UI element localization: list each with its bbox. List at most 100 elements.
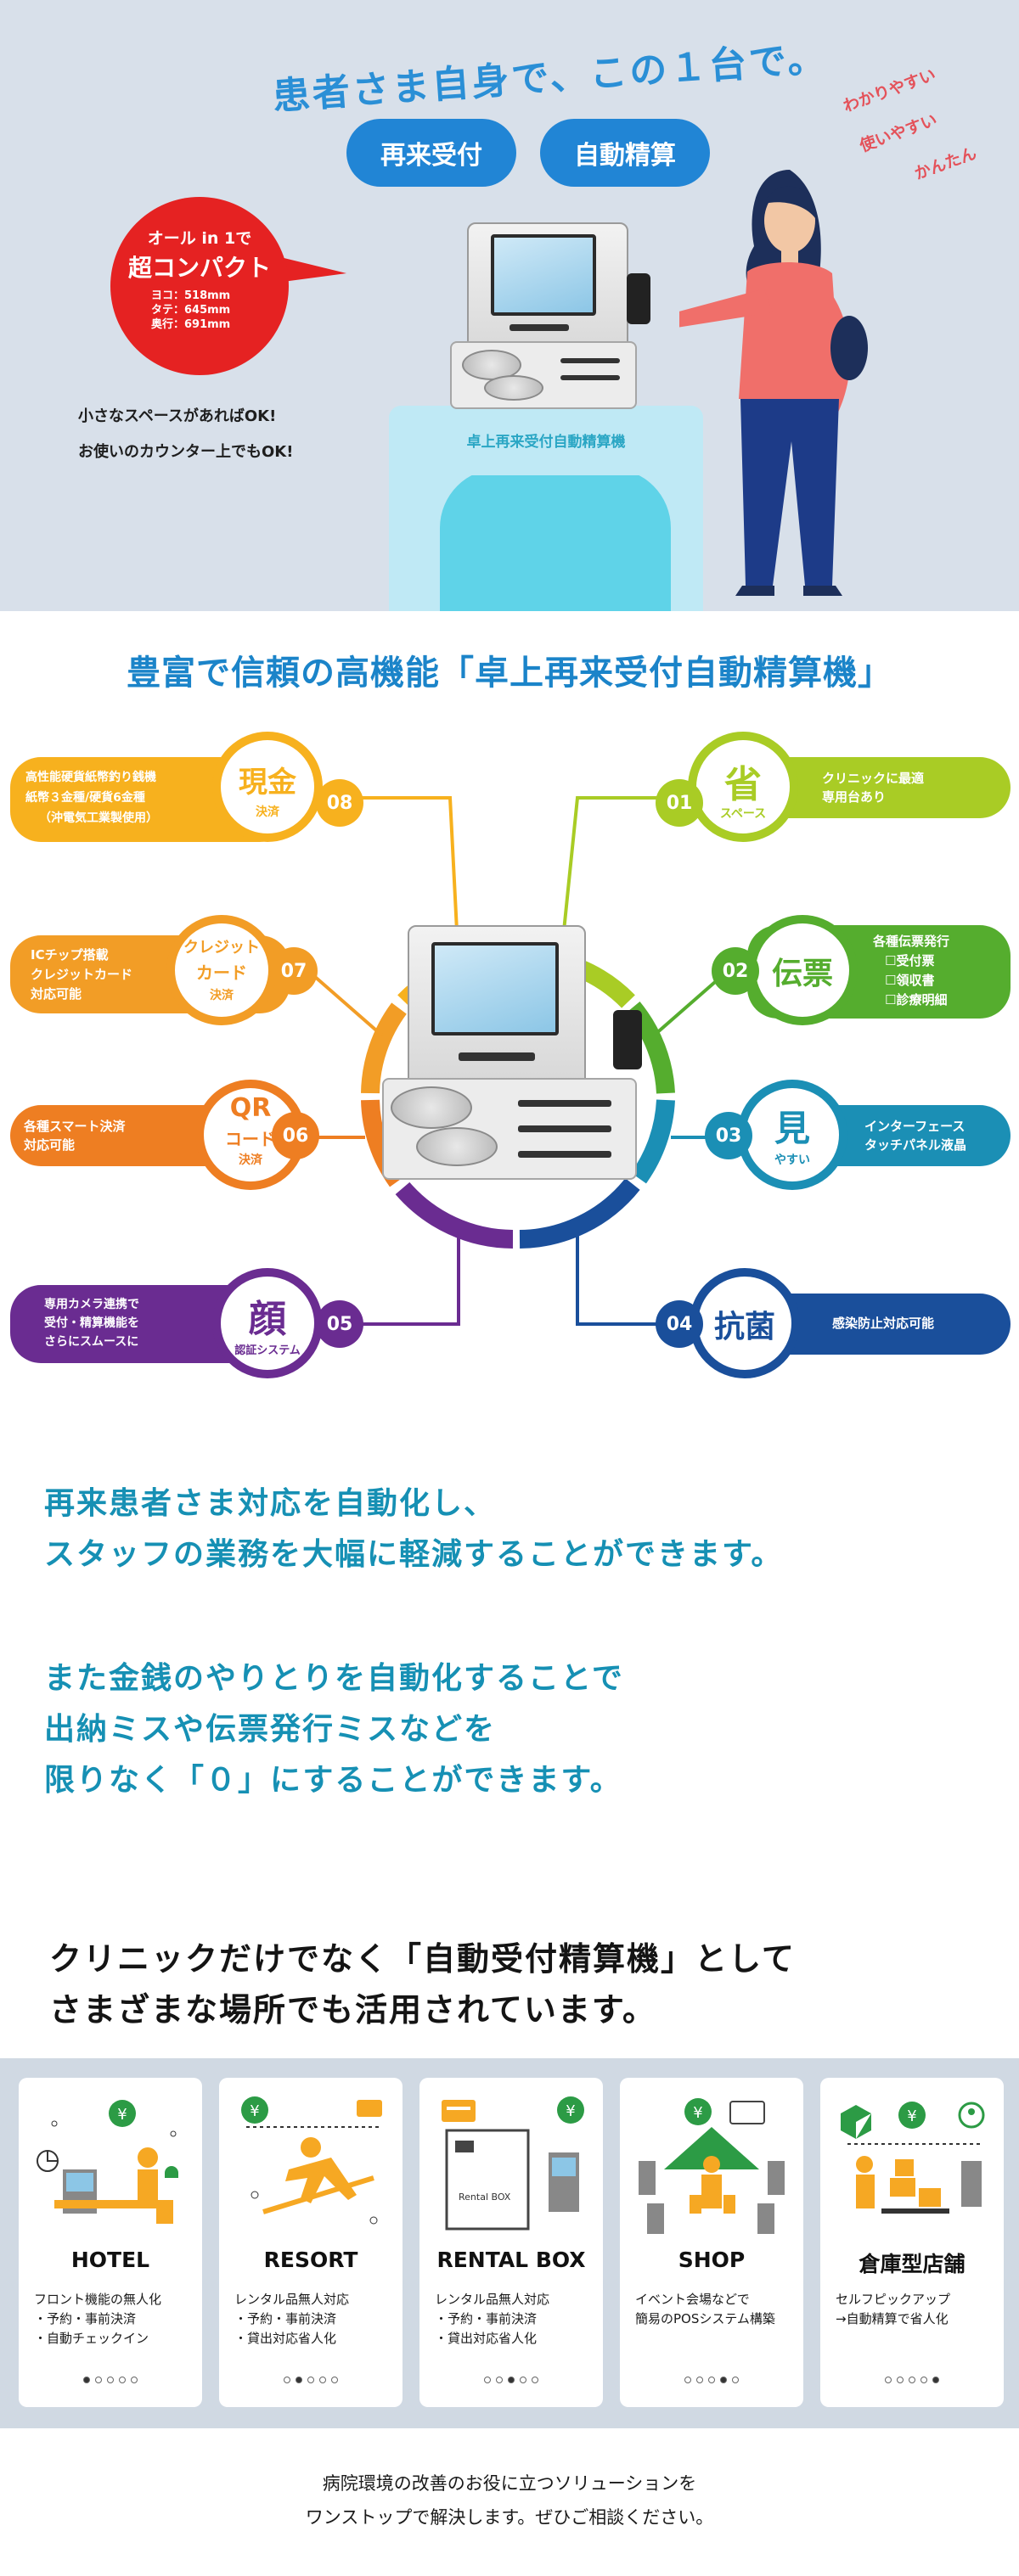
pager-dot — [520, 2377, 526, 2383]
feature-05-text: 専用カメラ連携で受付・精算機能をさらにスムースに — [44, 1298, 139, 1349]
pager-dot — [284, 2377, 290, 2383]
hand-note-easy-understand: わかりやすい — [841, 65, 938, 116]
footer-line-1: 病院環境の改善のお役に立つソリューションを — [322, 2473, 697, 2494]
card-shop-pager — [620, 2377, 803, 2383]
rental-box-illustration: ¥ Rental BOX — [442, 2096, 584, 2231]
footer-text: 病院環境の改善のお役に立つソリューションを ワンストップで解決します。ぜひご相談… — [0, 2467, 1019, 2534]
feature-06-number: 06 — [272, 1112, 319, 1159]
feature-03-sub: やすい — [774, 1153, 810, 1167]
card-rental-box: ¥ Rental BOX RENTAL BOX レンタル品無人対応 ・予約・事前… — [419, 2078, 603, 2407]
feature-08-sub: 決済 — [256, 805, 279, 819]
copy-2-line-3: 限りなく「０」にすることができます。 — [44, 1763, 622, 1798]
feature-02-main: 伝票 — [771, 957, 833, 991]
space-note-2: お使いのカウンター上でもOK! — [78, 443, 294, 461]
copy-1-line-1: 再来患者さま対応を自動化し、 — [44, 1486, 497, 1521]
feature-03-badge: 見 やすい — [737, 1080, 847, 1190]
card-reader — [627, 273, 650, 324]
usage-line-1: クリニックだけでなく「自動受付精算機」として — [49, 1940, 796, 1978]
feature-05-number: 05 — [316, 1300, 363, 1348]
feature-08-badge: 現金 決済 — [212, 732, 323, 842]
feature-06-main: QR — [229, 1093, 272, 1123]
feature-07-text: ICチップ搭載クレジットカード対応可能 — [31, 947, 133, 1002]
card-resort-pager — [219, 2377, 403, 2383]
pager-dot — [696, 2377, 703, 2383]
feature-03-text: インターフェースタッチパネル液晶 — [864, 1119, 967, 1153]
feature-02-text: 各種伝票発行 ☐受付票 ☐領収書 ☐診療明細 — [873, 934, 950, 1007]
feature-08-number: 08 — [316, 779, 363, 827]
usage-title: クリニックだけでなく「自動受付精算機」として さまざまな場所でも活用されています… — [49, 1933, 796, 2035]
card-warehouse-title: 倉庫型店舗 — [859, 2252, 966, 2276]
feature-01-sub: スペース — [719, 807, 767, 821]
feature-02-number: 02 — [712, 947, 759, 995]
pager-dot — [496, 2377, 503, 2383]
card-shop-desc: イベント会場などで 簡易のPOSシステム構築 — [635, 2292, 775, 2326]
feature-04-main: 抗菌 — [713, 1310, 775, 1344]
pager-dot — [920, 2377, 927, 2383]
hotel-illustration: ¥ — [37, 2100, 178, 2224]
hero-section: 患者さま自身で、この１台で。 再来受付 自動精算 わかりやすい 使いやすい かん… — [0, 0, 1019, 611]
feature-06-text: 各種スマート決済対応可能 — [24, 1119, 126, 1153]
feature-08-text: 高性能硬貨紙幣釣り銭機紙幣３金種/硬貨6金種（沖電気工業製使用） — [25, 771, 158, 825]
pager-dot — [732, 2377, 739, 2383]
card-warehouse-pager — [820, 2377, 1004, 2383]
yen-icon: ¥ — [250, 2102, 259, 2120]
features-title: 豊富で信頼の高機能「卓上再来受付自動精算機」 — [127, 654, 892, 693]
pager-dot — [909, 2377, 915, 2383]
usage-line-2: さまざまな場所でも活用されています。 — [49, 1991, 657, 2029]
hero-kiosk-image — [450, 222, 654, 409]
copy-block-1: 再来患者さま対応を自動化し、 スタッフの業務を大幅に軽減することができます。 — [44, 1479, 783, 1580]
pager-dot — [720, 2377, 727, 2383]
reception-pill: 再来受付 — [346, 119, 516, 187]
card-hotel-desc: フロント機能の無人化 ・予約・事前決済 ・自動チェックイン — [34, 2292, 162, 2346]
hero-kiosk-screen — [491, 234, 596, 316]
feature-07-sub: 決済 — [210, 989, 234, 1002]
card-resort-desc: レンタル品無人対応 ・予約・事前決済 ・貸出対応省人化 — [234, 2292, 350, 2346]
spec-height: タテ：645mm — [151, 304, 231, 317]
feature-01-text: クリニックに最適専用台あり — [822, 771, 925, 805]
feature-03-number: 03 — [705, 1112, 752, 1159]
feature-07-badge: クレジット カード 決済 — [166, 915, 277, 1025]
pager-dot — [331, 2377, 338, 2383]
card-rental-box-desc: レンタル品無人対応 ・予約・事前決済 ・貸出対応省人化 — [435, 2292, 550, 2346]
feature-07-main: クレジット — [183, 939, 260, 957]
feature-05-sub: 認証システム — [234, 1344, 301, 1357]
feature-01-number: 01 — [656, 779, 703, 827]
card-warehouse-desc: セルフピックアップ →自動精算で省人化 — [836, 2292, 951, 2326]
compact-bubble: オール in 1で 超コンパクト ヨコ：518mm タテ：645mm 奥行：69… — [110, 197, 289, 375]
card-hotel-pager — [19, 2377, 202, 2383]
pager-dot — [95, 2377, 102, 2383]
spec-depth: 奥行：691mm — [151, 318, 231, 331]
center-card-reader — [613, 1010, 642, 1069]
pager-dot — [885, 2377, 892, 2383]
warehouse-illustration: ¥ — [841, 2102, 985, 2214]
pager-dot — [708, 2377, 715, 2383]
yen-icon: ¥ — [907, 2107, 916, 2125]
card-shop-title: SHOP — [678, 2248, 746, 2272]
payment-pill: 自動精算 — [540, 119, 710, 187]
feature-05-main: 顔 — [249, 1298, 286, 1341]
feature-03-main: 見 — [774, 1108, 810, 1149]
center-kiosk-screen — [431, 942, 559, 1035]
card-warehouse-store: ¥ 倉庫型店舗 セルフピックアップ →自動精算で省人化 — [820, 2078, 1004, 2407]
card-resort: ¥ RESORT レンタル品無人対応 ・予約・事前決済 ・貸出対応省人化 — [219, 2078, 403, 2407]
rental-box-label: Rental BOX — [459, 2192, 511, 2203]
bubble-line1: オール in 1で — [147, 229, 252, 248]
pager-dot — [131, 2377, 138, 2383]
shop-illustration: ¥ — [639, 2098, 785, 2234]
copy-2-line-2: 出納ミスや伝票発行ミスなどを — [44, 1712, 497, 1747]
card-hotel: ¥ HOTEL フロント機能の無人化 ・予約・事前決済 ・自動チェックイン — [19, 2078, 202, 2407]
copy-2-line-1: また金銭のやりとりを自動化することで — [44, 1661, 624, 1696]
card-hotel-title: HOTEL — [70, 2248, 150, 2272]
hand-note-easy-use: 使いやすい — [857, 110, 940, 156]
pager-dot — [319, 2377, 326, 2383]
feature-01-main: 省 — [724, 763, 762, 806]
feature-01-badge: 省 スペース — [688, 732, 798, 842]
card-shop: ¥ SHOP イベント会場などで 簡易のPOSシステム構築 — [620, 2078, 803, 2407]
copy-block-2: また金銭のやりとりを自動化することで 出納ミスや伝票発行ミスなどを 限りなく「０… — [44, 1653, 624, 1806]
pager-dot — [307, 2377, 314, 2383]
bubble-line2: 超コンパクト — [127, 254, 271, 282]
features-area: クリニックに最適専用台あり 省 スペース 01 各種伝票発行 ☐受付票 ☐領収書… — [0, 713, 1019, 1392]
copy-1-line-2: スタッフの業務を大幅に軽減することができます。 — [44, 1537, 784, 1572]
pager-dot — [897, 2377, 904, 2383]
